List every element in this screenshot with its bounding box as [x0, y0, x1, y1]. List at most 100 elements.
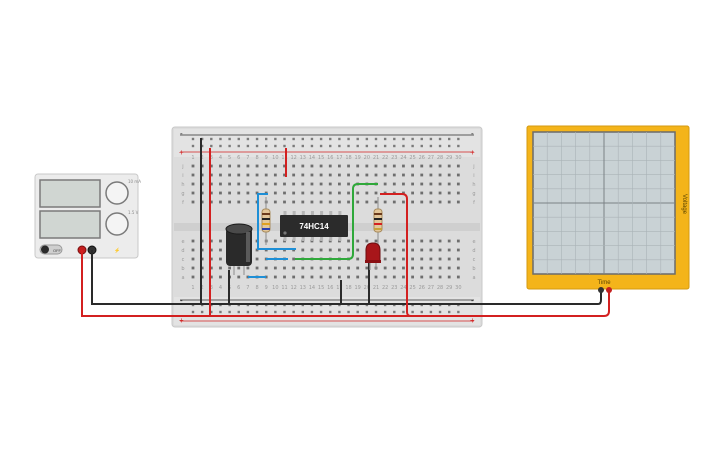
row-letter: h — [472, 182, 475, 188]
row-letter: e — [472, 239, 475, 245]
voltage-knob[interactable] — [105, 212, 129, 236]
column-number: 12 — [290, 155, 296, 161]
column-number: 3 — [210, 155, 213, 161]
chip-pin — [310, 211, 314, 216]
row-letter: b — [181, 266, 184, 272]
column-number: 3 — [210, 285, 213, 291]
row-letter: a — [472, 275, 475, 281]
chip-pin — [320, 211, 324, 216]
column-number: 16 — [327, 285, 333, 291]
power-supply[interactable]: 10 mA 1.5 V OFF ⚡ — [34, 173, 141, 259]
voltage-axis-label: Voltage — [681, 194, 687, 215]
column-number: 18 — [345, 155, 351, 161]
column-number: 1 — [191, 155, 194, 161]
column-number: 20 — [364, 285, 370, 291]
column-number: 21 — [373, 155, 379, 161]
column-number: 10 — [272, 285, 278, 291]
column-number: 29 — [446, 285, 452, 291]
column-number: 29 — [446, 155, 452, 161]
chip-pin — [329, 236, 333, 241]
scope-positive-probe[interactable] — [606, 287, 612, 293]
column-number: 25 — [409, 285, 415, 291]
column-number: 2 — [201, 155, 204, 161]
column-number: 24 — [400, 155, 406, 161]
column-number: 10 — [272, 155, 278, 161]
row-letter: d — [181, 248, 184, 254]
column-number: 30 — [455, 285, 461, 291]
column-number: 16 — [327, 155, 333, 161]
oscilloscope-grid — [533, 132, 675, 274]
rail-minus-top-left: - — [180, 129, 183, 138]
column-number: 8 — [255, 285, 258, 291]
current-display — [39, 179, 101, 208]
rail-minus-bottom-left: - — [180, 296, 183, 305]
row-letter: h — [181, 182, 184, 188]
column-number: 26 — [419, 155, 425, 161]
chip-pin — [292, 211, 296, 216]
column-number: 22 — [382, 155, 388, 161]
column-number: 13 — [300, 155, 306, 161]
power-switch-label: OFF — [53, 248, 62, 253]
column-number: 27 — [428, 285, 434, 291]
chip-pin — [301, 236, 305, 241]
column-number: 19 — [355, 155, 361, 161]
column-number: 13 — [300, 285, 306, 291]
column-number: 7 — [246, 155, 249, 161]
column-number: 18 — [345, 285, 351, 291]
column-number: 9 — [265, 285, 268, 291]
row-letter: f — [473, 200, 475, 206]
column-number: 5 — [228, 155, 231, 161]
breadboard-labels: 1122334455667788991010111112121313141415… — [181, 155, 475, 291]
resistor-led[interactable] — [373, 197, 383, 245]
rail-plus-top-right: + — [470, 148, 475, 157]
column-number: 11 — [281, 155, 287, 161]
chip-pin — [338, 211, 342, 216]
oscilloscope[interactable]: Time Voltage — [526, 125, 690, 293]
column-number: 28 — [437, 155, 443, 161]
column-number: 11 — [281, 285, 287, 291]
column-number: 20 — [364, 155, 370, 161]
rail-plus-bottom-right: + — [470, 316, 475, 325]
resistor-timing[interactable] — [261, 197, 271, 245]
column-number: 26 — [419, 285, 425, 291]
voltage-display — [39, 210, 101, 239]
row-letter: b — [472, 266, 475, 272]
chip-pin — [301, 211, 305, 216]
row-letter: d — [472, 248, 475, 254]
column-number: 23 — [391, 155, 397, 161]
row-letter: g — [181, 191, 184, 197]
chip-pin — [338, 236, 342, 241]
column-number: 30 — [455, 155, 461, 161]
power-switch[interactable]: OFF — [39, 244, 63, 255]
capacitor[interactable] — [225, 223, 253, 275]
rail-minus-bottom-right: - — [471, 296, 474, 305]
current-knob[interactable] — [105, 181, 129, 205]
column-number: 4 — [219, 285, 222, 291]
chip-pin — [320, 236, 324, 241]
column-number: 9 — [265, 155, 268, 161]
row-letter: i — [182, 173, 183, 179]
brand-mark: ⚡ — [114, 247, 120, 254]
scope-negative-probe[interactable] — [598, 287, 604, 293]
column-number: 22 — [382, 285, 388, 291]
chip-label: 74HC14 — [299, 222, 329, 231]
wire-ground-to-scope — [474, 292, 602, 305]
column-number: 15 — [318, 155, 324, 161]
row-letter: c — [182, 257, 185, 263]
wire-supply-positive — [81, 250, 474, 317]
wire-signal-to-scope — [380, 193, 610, 317]
led[interactable] — [365, 242, 381, 270]
row-letter: j — [181, 164, 183, 170]
row-letter: j — [472, 164, 474, 170]
current-knob-label: 10 mA — [128, 179, 141, 184]
row-letter: g — [472, 191, 475, 197]
column-number: 6 — [237, 285, 240, 291]
row-letter: f — [182, 200, 184, 206]
column-number: 12 — [290, 285, 296, 291]
row-letter: c — [473, 257, 476, 263]
wires[interactable] — [81, 138, 610, 317]
rail-plus-bottom-left: + — [179, 316, 184, 325]
column-number: 19 — [355, 285, 361, 291]
ic-74hc14[interactable]: 74HC14 — [280, 211, 348, 241]
column-number: 21 — [373, 285, 379, 291]
